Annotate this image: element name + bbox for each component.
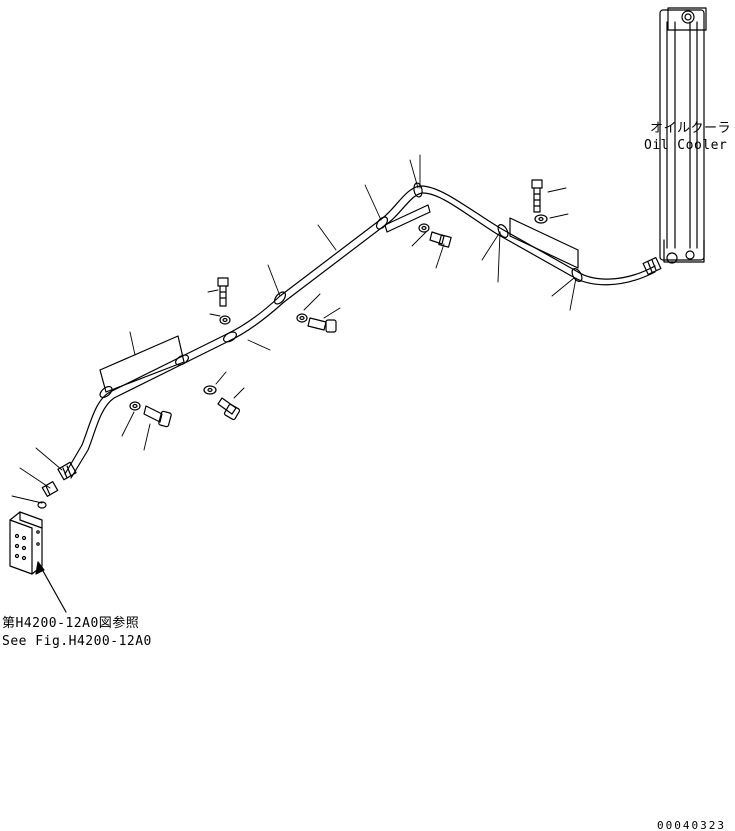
leader-lines	[11, 154, 577, 504]
washers	[129, 214, 548, 411]
end-fittings	[37, 461, 77, 509]
drawing-code: 00040323	[657, 819, 726, 831]
valve-block	[9, 511, 43, 575]
cooler-fitting	[642, 257, 662, 275]
oil-cooler-label-en: Oil Cooler	[644, 138, 728, 153]
bolts	[143, 179, 543, 428]
reference-label-jp: 第H4200-12A0図参照	[2, 616, 140, 631]
reference-arrow	[35, 561, 67, 613]
reference-label-en: See Fig.H4200-12A0	[2, 634, 152, 649]
oil-cooler-label-jp: オイルクーラ	[650, 121, 732, 136]
oil-cooler	[659, 7, 707, 264]
hose-line	[64, 185, 656, 479]
brackets	[99, 204, 579, 393]
